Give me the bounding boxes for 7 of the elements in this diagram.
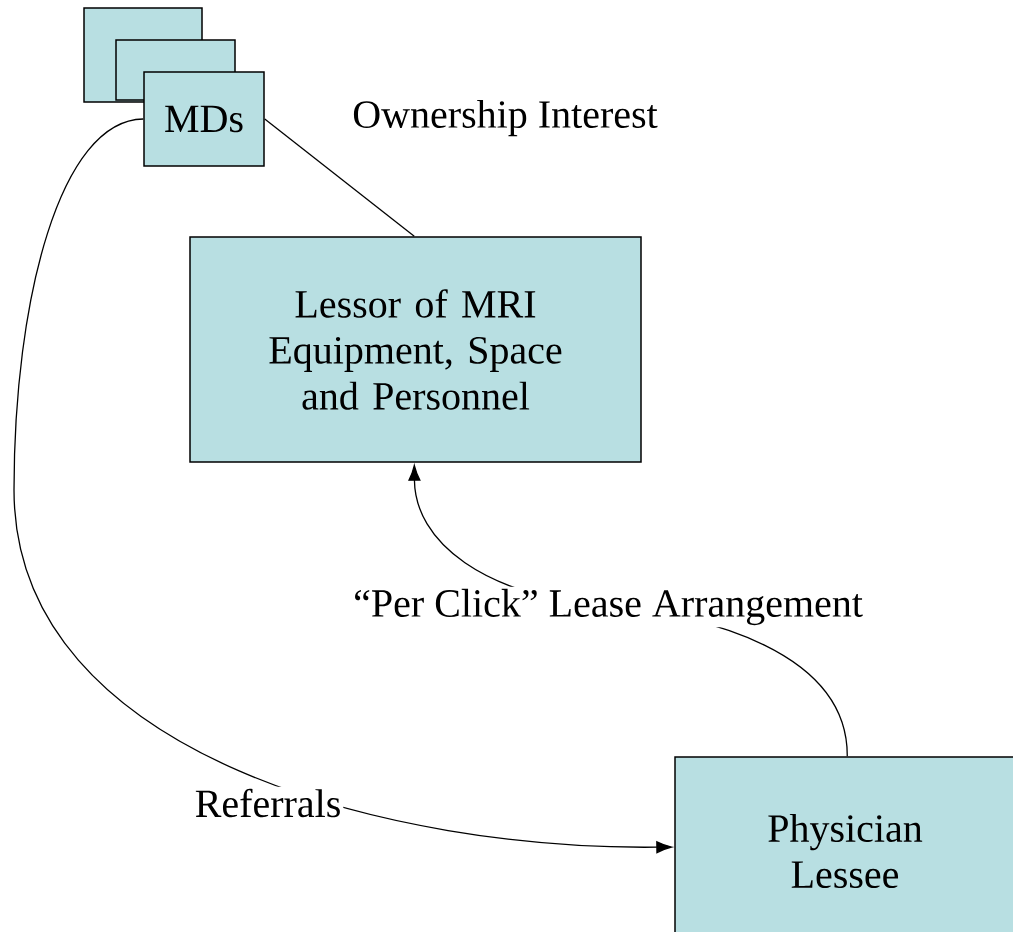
edge-label: Referrals: [192, 786, 344, 820]
connector-arrow: [13, 118, 673, 854]
entity-box: Physician Lessee: [674, 756, 1013, 932]
entity-box: Lessor of MRI Equipment, Space and Personnel: [189, 236, 642, 463]
edge-label: Ownership Interest: [350, 97, 660, 139]
edge-label: “Per Click” Lease Arrangement: [351, 586, 865, 628]
entity-box: MDs: [143, 71, 265, 167]
